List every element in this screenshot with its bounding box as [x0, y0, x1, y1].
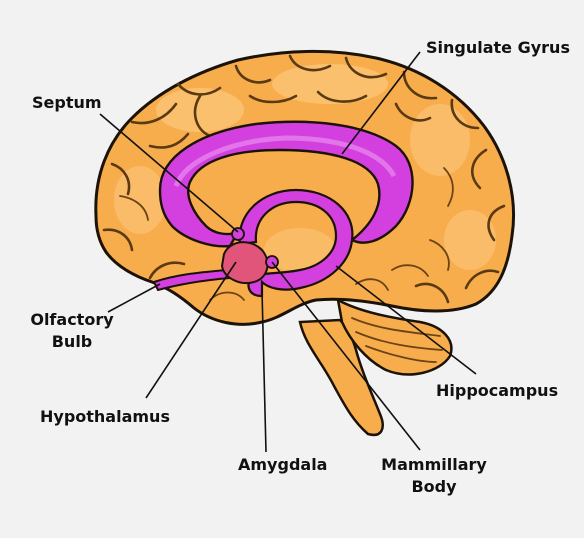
label-hypothalamus: Hypothalamus — [40, 407, 170, 426]
label-mammillary-body-line2: Body — [411, 477, 457, 496]
label-olfactory-bulb-line1: Olfactory — [30, 310, 114, 329]
leader-olfactory — [107, 283, 161, 313]
label-hippocampus: Hippocampus — [436, 381, 558, 400]
leader-mammillary — [271, 261, 421, 451]
leader-hypothalamus — [145, 261, 237, 399]
cerebellum — [336, 297, 453, 376]
label-septum: Septum — [32, 93, 102, 112]
leader-amygdala — [261, 289, 267, 453]
leader-septum — [99, 113, 239, 233]
label-amygdala: Amygdala — [238, 455, 327, 474]
leader-hippocampus — [335, 265, 477, 375]
leader-cingulate — [341, 51, 421, 155]
label-olfactory-bulb-line2: Bulb — [52, 332, 93, 351]
leader-lines — [99, 51, 477, 453]
hypothalamus-region — [220, 241, 269, 284]
label-cingulate-gyrus: Singulate Gyrus — [426, 38, 570, 57]
hippocampus-loop — [238, 188, 354, 298]
label-mammillary-body-line1: Mammillary — [381, 455, 487, 474]
septum-shape — [231, 227, 245, 241]
